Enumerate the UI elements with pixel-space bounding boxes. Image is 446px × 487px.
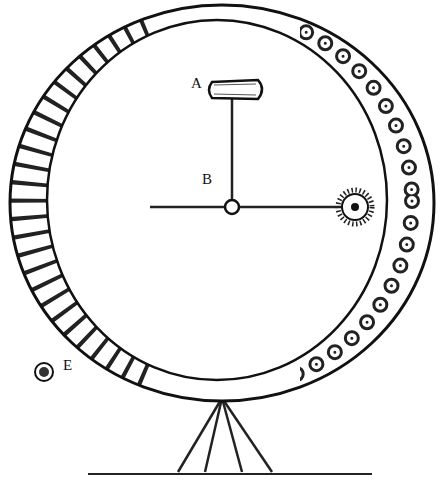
wheel-rim	[10, 5, 434, 401]
gear-teeth	[338, 190, 372, 224]
ball-shade	[39, 367, 49, 377]
tripod-stand	[178, 398, 272, 472]
horizontal-rod	[150, 206, 345, 209]
gear	[342, 194, 368, 220]
weight	[209, 80, 262, 99]
rim-outer-edge	[10, 5, 434, 401]
callout-letter: E	[62, 358, 73, 373]
ground-line	[88, 473, 372, 475]
rim-hatching	[26, 12, 412, 390]
ball	[35, 363, 53, 381]
rim-inner-edge	[47, 20, 387, 380]
callout-letter: A	[190, 76, 203, 91]
vertical-rod	[231, 98, 234, 200]
callout-letter: B	[201, 172, 213, 187]
hub	[225, 200, 239, 214]
